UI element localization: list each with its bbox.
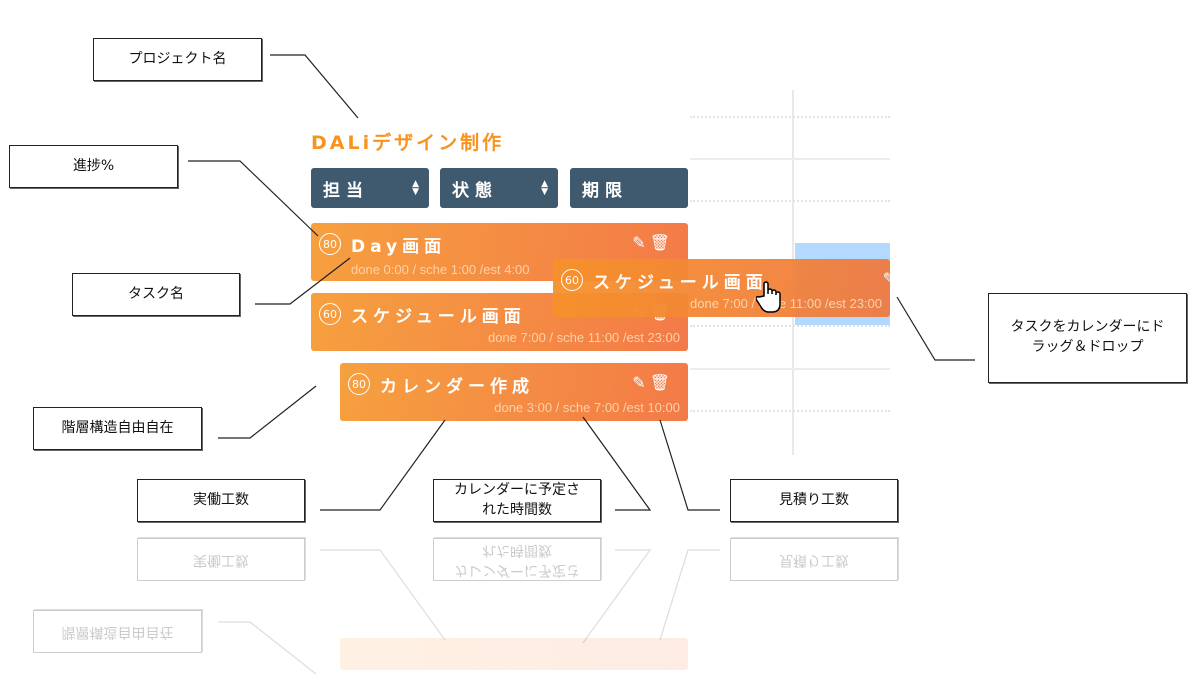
- label-actual-hours: 実働工数: [137, 479, 305, 522]
- edit-icon[interactable]: ✎: [632, 373, 646, 392]
- reflection-label: 見積り工数: [730, 538, 898, 581]
- label-progress: 進捗%: [9, 145, 178, 188]
- progress-badge: 80: [319, 233, 341, 255]
- task-hours: done 7:00 / sche 11:00 /est 23:00: [487, 330, 680, 345]
- task-name: スケジュール画面: [351, 307, 526, 327]
- sort-arrows-icon: ▲▼: [412, 179, 419, 197]
- task-name: Day画面: [351, 237, 447, 257]
- reflection-label: 実働工数: [137, 538, 305, 581]
- project-title: DALiデザイン制作: [311, 132, 505, 154]
- edit-icon[interactable]: ✎: [632, 233, 646, 252]
- label-task-name: タスク名: [72, 273, 240, 316]
- task-card-child[interactable]: 80 カレンダー作成 ✎🗑 done 3:00 / sche 7:00 /est…: [340, 363, 688, 421]
- reflection-label: 階層構造自由自在: [33, 610, 202, 653]
- progress-badge: 60: [319, 303, 341, 325]
- hand-cursor-icon: [756, 281, 781, 313]
- task-name: カレンダー作成: [380, 377, 534, 397]
- label-scheduled-hours: カレンダーに予定された時間数: [433, 479, 601, 522]
- label-hierarchy: 階層構造自由自在: [33, 407, 202, 450]
- assignee-filter[interactable]: 担当▲▼: [311, 168, 429, 208]
- trash-icon[interactable]: 🗑: [649, 373, 670, 392]
- trash-icon[interactable]: 🗑: [649, 233, 670, 252]
- status-filter[interactable]: 状態▲▼: [440, 168, 558, 208]
- dragged-task-card[interactable]: 60 スケジュール画面 ✎ done 7:00 / sche 11:00 /es…: [553, 259, 890, 317]
- reflection-label: カレンダーに予定された時間数: [433, 538, 601, 581]
- label-project-name: プロジェクト名: [93, 38, 262, 81]
- label-estimate-hours: 見積り工数: [730, 479, 898, 522]
- task-hours: done 0:00 / sche 1:00 /est 4:00: [351, 262, 530, 277]
- deadline-filter[interactable]: 期限: [570, 168, 688, 208]
- edit-icon[interactable]: ✎: [882, 269, 890, 288]
- task-hours: done 3:00 / sche 7:00 /est 10:00: [494, 400, 680, 415]
- progress-badge: 60: [561, 269, 583, 291]
- task-hours: done 7:00 / sche 11:00 /est 23:00: [690, 296, 883, 311]
- task-name: スケジュール画面: [593, 273, 768, 293]
- progress-badge: 80: [348, 373, 370, 395]
- sort-arrows-icon: ▲▼: [541, 179, 548, 197]
- label-drag-drop: タスクをカレンダーにドラッグ＆ドロップ: [988, 293, 1187, 383]
- reflection-card: [340, 638, 688, 670]
